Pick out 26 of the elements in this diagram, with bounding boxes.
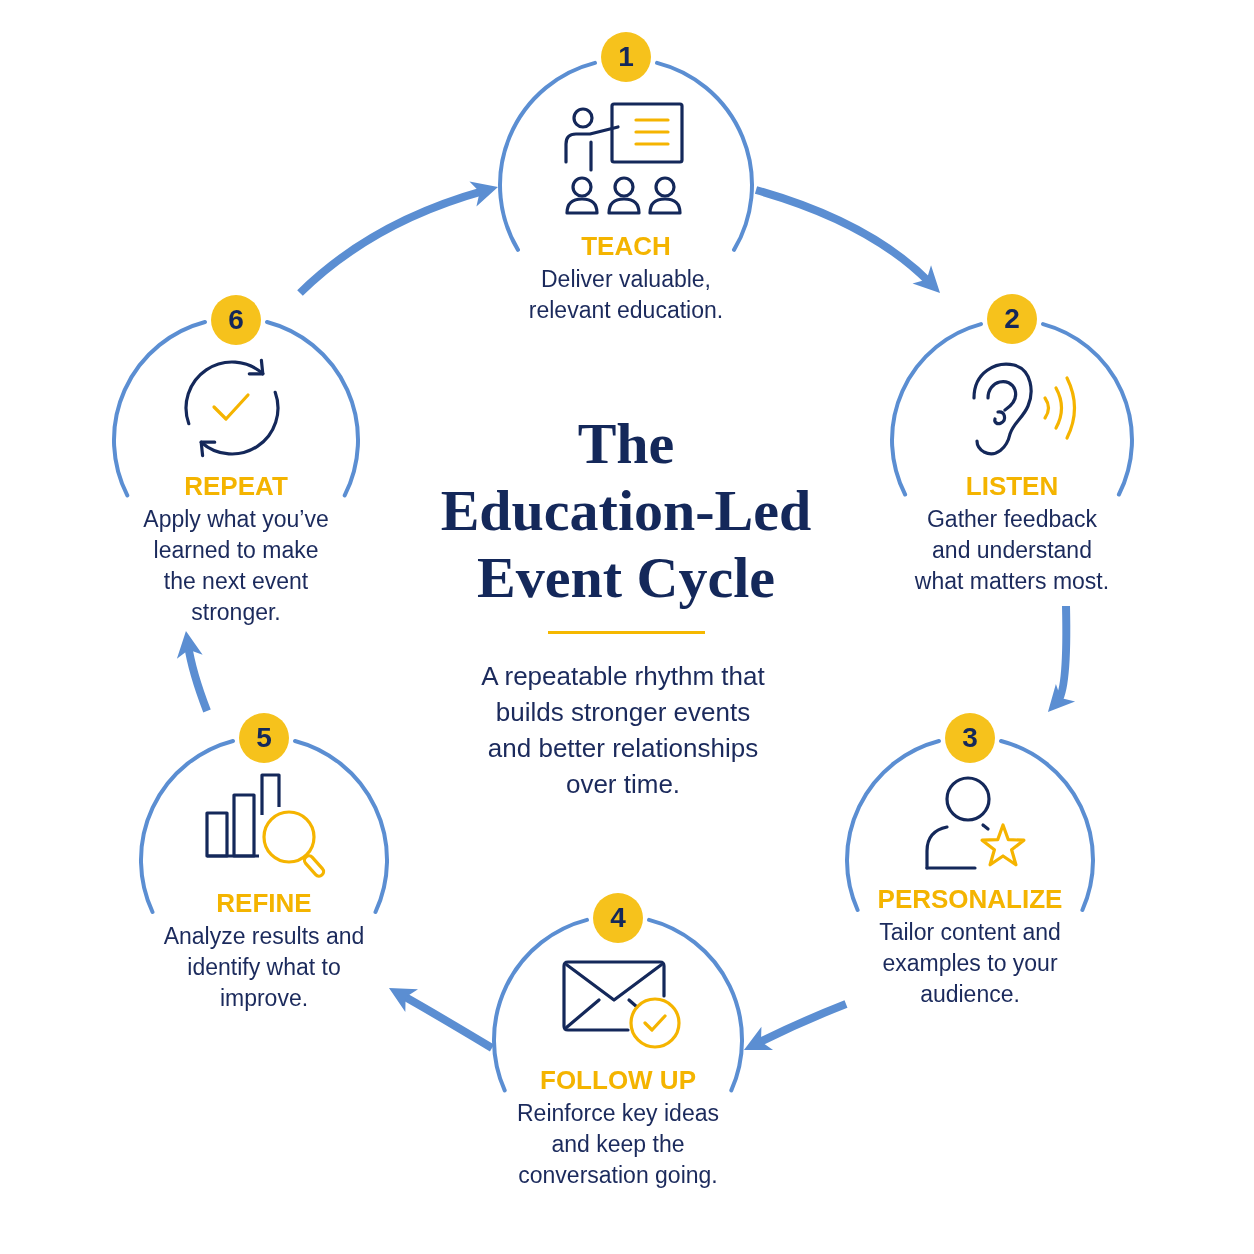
step-description: Analyze results and identify what to improve. xyxy=(162,922,366,1013)
step-number: 4 xyxy=(593,893,643,943)
step-number: 6 xyxy=(211,295,261,345)
step-heading: FOLLOW UP xyxy=(540,1065,696,1095)
step-heading: REPEAT xyxy=(184,471,288,501)
cycle-arrow xyxy=(389,987,495,1052)
cycle-arrow xyxy=(754,186,941,293)
step-number: 3 xyxy=(945,713,995,763)
step-number: 2 xyxy=(987,294,1037,344)
cycle-arrow xyxy=(297,181,498,296)
cycle-arrow xyxy=(743,1000,848,1051)
step-heading: PERSONALIZE xyxy=(877,884,1063,914)
step-description: Gather feedback and understand what matters most. xyxy=(913,505,1111,596)
cycle-arrow xyxy=(177,631,211,713)
step-number: 5 xyxy=(239,713,289,763)
step-description: Deliver valuable, relevant education. xyxy=(527,265,725,325)
step-number: 1 xyxy=(601,32,651,82)
step-description: Reinforce key ideas and keep the conversation going. xyxy=(516,1099,720,1190)
subtitle-text: A repeatable rhythm that builds stronger events and better relationships over time. xyxy=(480,660,766,801)
step-heading: REFINE xyxy=(216,888,312,918)
step-heading: TEACH xyxy=(581,231,671,261)
step-description: Tailor content and examples to your audience. xyxy=(878,918,1062,1009)
step-heading: LISTEN xyxy=(965,471,1059,501)
step-description: Apply what you’ve learned to make the next event stronger. xyxy=(142,505,330,627)
cycle-arrow xyxy=(1049,605,1075,714)
diagram-title: The Education-Led Event Cycle xyxy=(439,410,813,611)
